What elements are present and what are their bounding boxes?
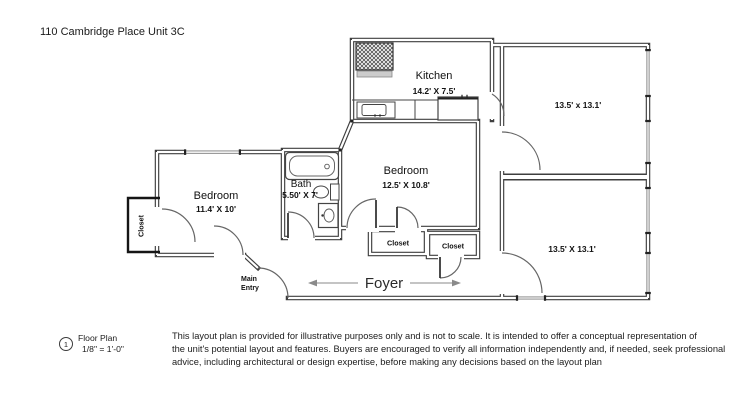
legend-name: Floor Plan [78,333,118,343]
center-bedroom-dims: 12.5' X 10.8' [382,180,430,190]
door-arcs [161,93,543,299]
left-bedroom-door-arc [213,225,244,256]
kitchen-counter [352,99,438,119]
page-title: 110 Cambridge Place Unit 3C [40,26,185,38]
bathroom-sink-icon [317,202,339,229]
disclaimer-line1: This layout plan is provided for illustr… [172,331,697,341]
main-entry-label-line1: Main [241,276,257,283]
bottom-right-room-dims: 13.5' X 13.1' [548,244,596,254]
main-entry-label-line2: Entry [241,285,259,292]
top-right-room-door-arc [501,131,541,171]
left-closet-door-arc [161,208,196,243]
main-entry-door-arc [257,267,289,299]
bottom-right-room-door-arc [501,252,543,294]
kitchen-dims: 14.2' X 7.5' [413,86,456,96]
bath-door-arc [287,211,315,239]
bathtub-icon [284,151,340,181]
hall-closet2-label: Closet [442,242,465,251]
disclaimer-line3: advice, including architectural or desig… [172,356,602,367]
stove-icon [355,42,394,78]
top-right-room-dims: 13.5' x 13.1' [555,100,602,110]
hall-closet1-door-arc [396,206,419,229]
kitchen-label: Kitchen [416,70,453,82]
disclaimer-line2: the unit's potential layout and features… [172,343,726,354]
hall-closet2-door-arc [439,256,462,279]
bath-label: Bath [291,179,312,190]
center-bedroom-door-arc [346,198,377,229]
legend-number-circle: 1 [59,337,73,351]
door-leaves [287,200,441,278]
kitchen-door-arc [491,93,505,117]
wall-openings [153,50,653,302]
bath-dims: 5.50' X 7' [282,190,318,200]
legend-scale: 1/8" = 1'-0" [82,344,124,354]
left-bedroom-label: Bedroom [194,190,239,202]
foyer-label: Foyer [365,275,403,292]
left-bedroom-dims: 11.4' X 10' [196,204,236,214]
refrigerator-icon [437,94,479,121]
hall-closet1-label: Closet [387,239,410,248]
disclaimer: This layout plan is provided for illustr… [172,330,732,369]
left-bedroom-closet-label: Closet [137,214,146,237]
foyer-direction-arrows [308,279,461,287]
toilet-icon [313,183,340,201]
center-bedroom-label: Bedroom [384,165,429,177]
kitchen-sink-icon [356,101,396,119]
left-bedroom-closet-box [126,196,160,254]
windows [184,49,651,301]
